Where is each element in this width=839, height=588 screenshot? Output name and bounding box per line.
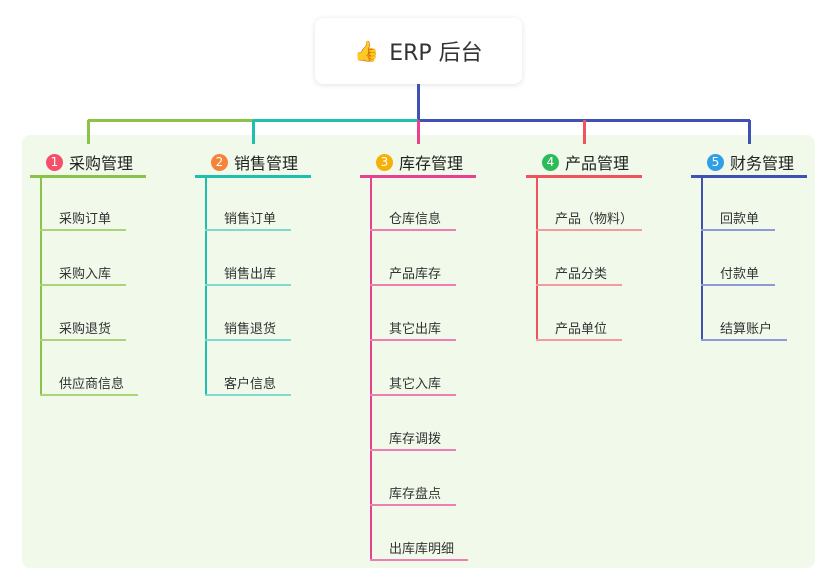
item-underline [701,229,775,231]
list-item[interactable]: 回款单 [720,212,760,227]
root-title: ERP 后台 [389,41,483,66]
branch-underline [526,175,642,178]
branch-connector [748,120,751,144]
item-underline [370,559,468,561]
item-underline [370,229,456,231]
list-item[interactable]: 客户信息 [224,377,277,392]
list-item[interactable]: 其它出库 [389,322,442,337]
root-node[interactable]: 👍 ERP 后台 [315,18,522,84]
list-item[interactable]: 库存调拨 [389,432,442,447]
branch-connector [252,120,255,144]
list-item[interactable]: 销售出库 [224,267,277,282]
branch-stem [536,178,538,340]
item-underline [370,504,456,506]
list-item[interactable]: 结算账户 [720,322,773,337]
list-item[interactable]: 销售订单 [224,212,277,227]
item-underline [205,394,291,396]
branch-title: 财务管理 [730,154,795,173]
branch-connector [583,120,586,144]
number-badge: 3 [376,153,393,171]
branch-2[interactable]: 2 销售管理 [211,150,298,174]
list-item[interactable]: 产品分类 [555,267,608,282]
branch-stem [370,178,372,560]
branch-stem [701,178,703,340]
item-underline [536,229,642,231]
list-item[interactable]: 付款单 [720,267,760,282]
number-badge: 1 [46,153,63,171]
root-connector [417,84,420,121]
branch-4[interactable]: 4 产品管理 [542,150,629,174]
branch-underline [195,175,311,178]
item-underline [205,284,291,286]
list-item[interactable]: 仓库信息 [389,212,442,227]
item-underline [536,339,622,341]
branch-1[interactable]: 1 采购管理 [46,150,133,174]
branch-stem [205,178,207,395]
item-underline [370,339,456,341]
connector-line [88,119,253,122]
item-underline [370,394,456,396]
item-underline [370,449,456,451]
item-underline [205,229,291,231]
branch-underline [360,175,476,178]
thumbs-up-icon: 👍 [354,39,380,63]
item-underline [205,339,291,341]
number-badge: 5 [707,153,724,171]
branch-title: 采购管理 [69,154,134,173]
item-underline [701,339,787,341]
branch-title: 库存管理 [399,154,464,173]
list-item[interactable]: 产品库存 [389,267,442,282]
list-item[interactable]: 供应商信息 [59,377,125,392]
connector-line [253,119,418,122]
number-badge: 2 [211,153,228,171]
list-item[interactable]: 销售退货 [224,322,277,337]
branch-3[interactable]: 3 库存管理 [376,150,463,174]
branch-stem [40,178,42,395]
list-item[interactable]: 采购订单 [59,212,112,227]
item-underline [40,284,126,286]
item-underline [536,284,622,286]
list-item[interactable]: 采购退货 [59,322,112,337]
item-underline [40,229,126,231]
number-badge: 4 [542,153,559,171]
branch-title: 销售管理 [234,154,299,173]
branch-underline [30,175,146,178]
item-underline [701,284,775,286]
branches-area [22,135,815,568]
item-underline [370,284,456,286]
list-item[interactable]: 其它入库 [389,377,442,392]
list-item[interactable]: 库存盘点 [389,487,442,502]
list-item[interactable]: 采购入库 [59,267,112,282]
branch-connector [87,120,90,144]
branch-connector [417,120,420,144]
branch-5[interactable]: 5 财务管理 [707,150,794,174]
list-item[interactable]: 产品（物料） [555,212,634,227]
list-item[interactable]: 出库库明细 [389,542,455,557]
branch-title: 产品管理 [565,154,630,173]
item-underline [40,339,126,341]
branch-underline [691,175,807,178]
item-underline [40,394,138,396]
list-item[interactable]: 产品单位 [555,322,608,337]
